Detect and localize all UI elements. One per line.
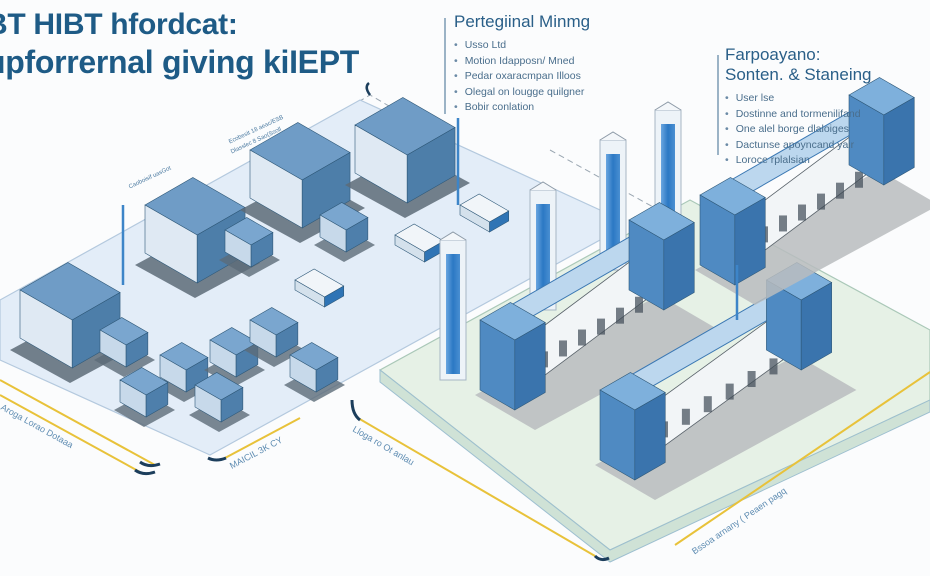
panel-window — [703, 396, 712, 413]
panel-window — [578, 329, 586, 346]
panel-window — [769, 358, 778, 375]
small-machine — [119, 367, 169, 418]
box-right — [800, 281, 832, 371]
dimension-line-right — [674, 371, 930, 546]
dimension-end-cap — [350, 399, 361, 422]
small-machine — [249, 307, 299, 358]
box-right — [663, 221, 695, 311]
box-right — [734, 196, 766, 286]
box-right — [324, 285, 345, 308]
dimension-end-cap — [365, 82, 372, 96]
title-line-1: BT HIBT hfordcat: — [0, 8, 238, 41]
panel-window — [779, 215, 787, 232]
column-cap — [654, 101, 682, 111]
box-right — [514, 321, 546, 411]
panel-list-item: Dactunse apoyncand yair — [725, 138, 872, 154]
dimension-line-left-2 — [0, 394, 141, 473]
box-right — [489, 210, 510, 233]
panel-window — [725, 383, 734, 400]
info-panel-center: Pertegiinal Minmg Usso Ltd Motion Idappo… — [454, 12, 590, 116]
panel-window — [559, 340, 567, 357]
box-right — [250, 231, 274, 268]
box-right — [883, 96, 915, 186]
dimension-line-left-1 — [0, 379, 156, 466]
column-tube — [446, 254, 460, 374]
box-right — [301, 151, 351, 229]
panel-heading-line-1: Farpoayano: — [725, 45, 821, 64]
dimension-line-left-3 — [224, 417, 301, 459]
dimension-end-cap — [207, 456, 227, 462]
gantry-pillar — [699, 177, 766, 286]
dimension-end-cap — [593, 554, 610, 562]
panel-divider — [717, 55, 719, 155]
panel-heading-line-2: Sonten. & Staneing — [725, 65, 872, 84]
panel-list-item: User lse — [725, 91, 872, 107]
left-machine-group — [10, 97, 510, 432]
small-machine — [289, 342, 339, 393]
gantry-machine — [595, 262, 857, 500]
gantry-pillar — [599, 372, 666, 481]
small-machine — [159, 342, 209, 393]
dimension-end-cap — [134, 468, 156, 476]
panel-list-item: Loroce rplalsian — [725, 153, 872, 169]
small-machine — [319, 202, 369, 253]
box-right — [345, 216, 369, 253]
box-right — [125, 331, 149, 368]
title-line-2: upforrernal giving kiIEPT — [0, 44, 360, 80]
panel-window — [597, 318, 605, 335]
small-machine — [194, 372, 244, 423]
machine-booth — [19, 262, 121, 369]
box-right — [275, 321, 299, 358]
panel-window — [855, 171, 863, 188]
box-right — [315, 356, 339, 393]
box-right — [220, 386, 244, 423]
panel-window — [616, 307, 624, 324]
column-cap — [529, 181, 557, 191]
machine-booth — [354, 97, 456, 204]
panel-list-item: One alel borge dlaloiges — [725, 122, 872, 138]
panel-list-item: Motion Idapposn/ Mned — [454, 54, 590, 70]
dimension-line-center — [357, 417, 596, 557]
panel-list-item: Usso Ltd — [454, 38, 590, 54]
small-machine — [224, 217, 274, 268]
column-cap — [439, 231, 467, 241]
box-right — [145, 381, 169, 418]
panel-window — [798, 204, 806, 221]
box-right — [406, 126, 456, 204]
panel-window — [747, 371, 756, 388]
machine-booth — [249, 122, 351, 229]
panel-window — [681, 408, 690, 425]
panel-list-item: Dostinne and tormenilifand — [725, 107, 872, 123]
workstation — [459, 193, 510, 233]
gantry-pillar — [628, 202, 695, 311]
panel-divider — [444, 18, 446, 114]
panel-heading: Pertegiinal Minmg — [454, 12, 591, 31]
column-tube — [661, 124, 675, 224]
panel-window — [817, 193, 825, 210]
column-cap — [599, 131, 627, 141]
dimension-end-cap — [139, 460, 161, 468]
panel-window — [635, 296, 643, 313]
info-panel-right: Farpoayano: Sonten. & Staneing User lse … — [725, 45, 872, 169]
panel-window — [836, 182, 844, 199]
gantry-machine — [475, 202, 719, 430]
box-right — [634, 391, 666, 481]
panel-list-item: Bobir conlation — [454, 100, 590, 116]
right-floor-edge — [379, 368, 930, 563]
workstation — [294, 268, 345, 308]
column-tube — [606, 154, 620, 264]
small-machine — [99, 317, 149, 368]
gantry-pillar — [479, 302, 546, 411]
panel-list-item: Pedar oxaracmpan Illoos — [454, 69, 590, 85]
panel-list-item: Olegal on lougge quilgner — [454, 85, 590, 101]
column-tube — [536, 204, 550, 304]
